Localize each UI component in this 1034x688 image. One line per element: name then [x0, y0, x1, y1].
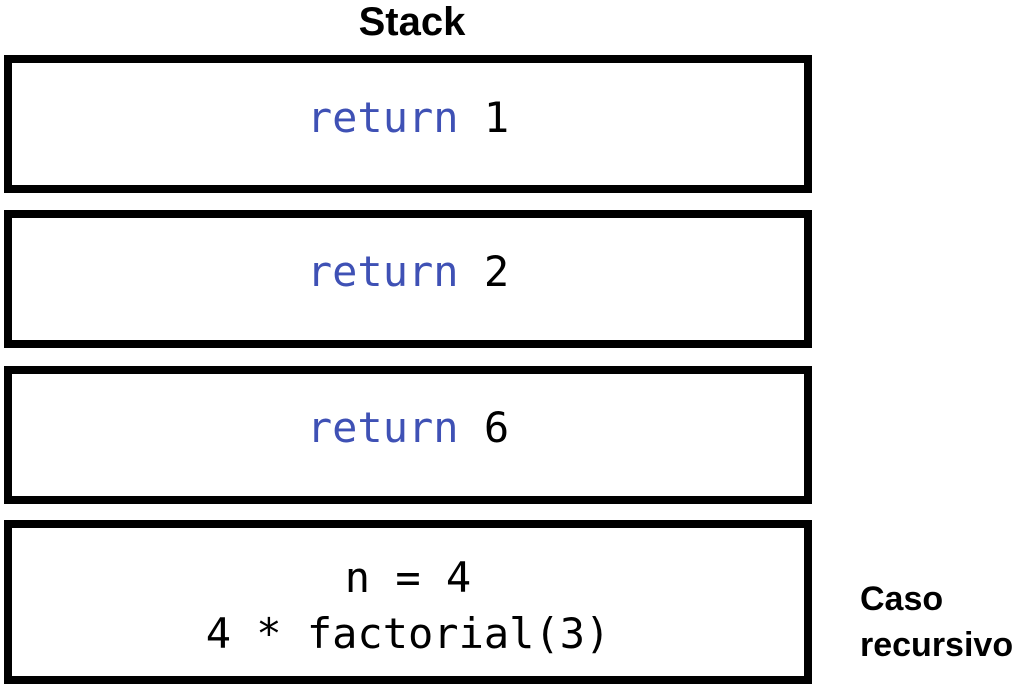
annotation-line-1: Caso: [860, 580, 944, 618]
return-keyword: return: [306, 403, 459, 452]
return-value: 2: [483, 247, 510, 296]
frame-call-line: 4 * factorial(3): [205, 609, 611, 658]
annotation-line-2: recursivo: [860, 626, 1014, 664]
stack-frame-return-6: return 6: [4, 366, 812, 504]
recursive-case-annotation: Caso recursivo: [860, 576, 1034, 668]
stack-frame-recursive-case: n = 4 4 * factorial(3): [4, 520, 812, 684]
return-keyword: return: [306, 93, 459, 142]
stack-frame-return-2: return 2: [4, 210, 812, 348]
return-keyword: return: [306, 247, 459, 296]
stack-title: Stack: [358, 0, 466, 44]
frame-code-line: return 6: [12, 404, 804, 452]
stack-frame-return-1: return 1: [4, 55, 812, 193]
return-value: 6: [483, 403, 510, 452]
frame-variable-line: n = 4: [344, 553, 472, 602]
frame-code-line: return 2: [12, 248, 804, 296]
frame-code-line: return 1: [12, 94, 804, 142]
return-value: 1: [483, 93, 510, 142]
